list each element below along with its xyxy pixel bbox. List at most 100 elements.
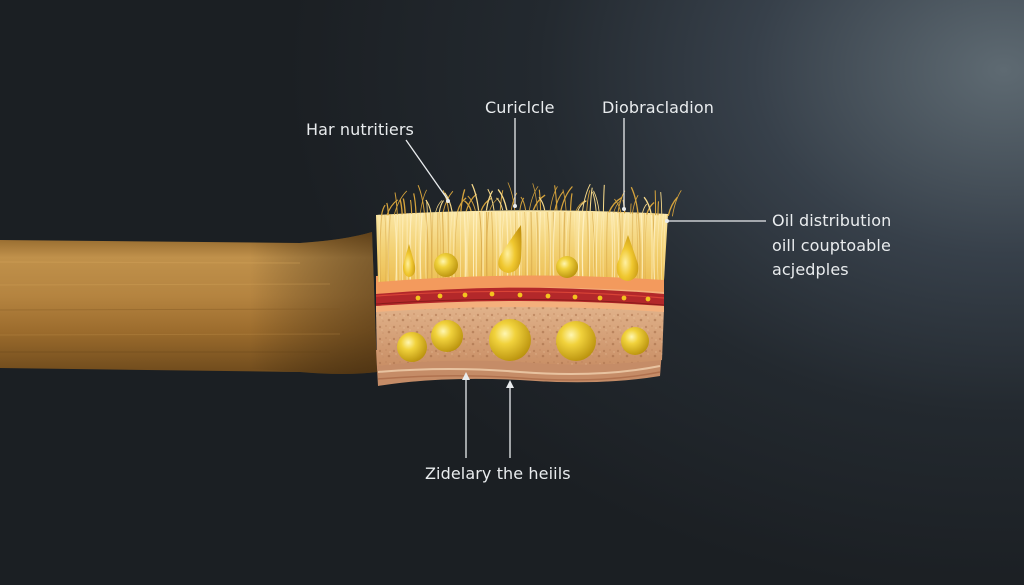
fiber-strand bbox=[635, 211, 639, 282]
hair-tip bbox=[393, 190, 408, 215]
hair-shaft bbox=[0, 232, 377, 374]
hair-tip bbox=[643, 196, 653, 216]
oil-teardrop bbox=[403, 244, 416, 277]
hair-tip bbox=[631, 194, 639, 214]
hair-tip bbox=[438, 200, 444, 213]
fiber-strand bbox=[409, 211, 412, 282]
oil-droplet bbox=[621, 327, 649, 355]
hair-tip bbox=[586, 190, 591, 212]
hair-tip bbox=[592, 191, 597, 212]
hair-tip bbox=[657, 201, 660, 216]
hair-tip bbox=[399, 199, 403, 215]
oil-droplet bbox=[431, 320, 463, 352]
hair-tip bbox=[409, 199, 413, 214]
fiber-strand bbox=[430, 211, 432, 282]
fiber-strand bbox=[384, 211, 387, 282]
hair-tip bbox=[497, 188, 508, 211]
oil-droplet bbox=[434, 253, 458, 277]
hair-tip bbox=[485, 190, 494, 211]
hair-tip bbox=[460, 189, 466, 212]
hair-tip bbox=[402, 198, 406, 215]
hair-tip bbox=[538, 197, 546, 211]
hair-tip bbox=[589, 187, 593, 212]
hair-tip bbox=[480, 197, 492, 211]
fiber-strand bbox=[588, 211, 591, 282]
leader-hair-nutrients bbox=[405, 139, 449, 201]
hair-tip bbox=[613, 200, 621, 213]
hair-tip bbox=[532, 194, 546, 211]
fiber-strand bbox=[387, 211, 392, 282]
fiber-strand bbox=[644, 211, 648, 282]
oil-teardrop bbox=[498, 225, 522, 273]
hair-tip bbox=[386, 202, 390, 216]
hair-tip bbox=[425, 199, 432, 213]
oil-droplet bbox=[397, 332, 427, 362]
hair-tip bbox=[463, 200, 472, 212]
oil-droplets bbox=[397, 225, 651, 362]
hair-tip bbox=[671, 190, 682, 217]
fiber-strand bbox=[425, 211, 429, 282]
hair-tip bbox=[532, 183, 538, 211]
hair-tip bbox=[569, 193, 573, 211]
hair-tip bbox=[413, 193, 417, 214]
oil-teardrop bbox=[616, 235, 639, 281]
hair-tip bbox=[456, 197, 467, 212]
fiber-strand bbox=[379, 211, 383, 282]
fiber-strand bbox=[431, 211, 434, 282]
oil-droplet bbox=[556, 256, 578, 278]
fiber-strand bbox=[441, 211, 444, 282]
fiber-strand bbox=[660, 211, 664, 282]
hair-tip bbox=[499, 190, 504, 211]
hair-tip bbox=[520, 196, 527, 211]
hair-tip bbox=[641, 203, 648, 215]
hair-tip bbox=[380, 204, 386, 216]
oil-droplet bbox=[556, 321, 596, 361]
hair-tip bbox=[593, 190, 600, 213]
hair-tip bbox=[529, 186, 539, 211]
hair-tip bbox=[602, 184, 605, 213]
hair-tip bbox=[435, 200, 443, 213]
label-oil-distribution: Oil distribution bbox=[772, 211, 892, 230]
hair-tip bbox=[394, 192, 398, 215]
hair-tip bbox=[442, 190, 450, 212]
hair-tip bbox=[487, 188, 495, 211]
hair-tip bbox=[471, 183, 480, 211]
fiber-strand bbox=[401, 211, 404, 282]
fiber-strand bbox=[415, 211, 417, 282]
hair-tip bbox=[549, 186, 558, 211]
hair-tips bbox=[380, 182, 682, 217]
hair-tip bbox=[582, 183, 591, 212]
hair-tip bbox=[554, 190, 564, 211]
fiber-strand bbox=[530, 211, 533, 282]
hair-tip bbox=[660, 192, 663, 216]
fiber-strand bbox=[425, 211, 429, 282]
oil-droplet bbox=[489, 319, 531, 361]
hair-tip bbox=[560, 186, 573, 211]
hair-tip bbox=[496, 197, 504, 211]
hair-tip bbox=[630, 186, 639, 215]
hair-tip bbox=[577, 200, 587, 212]
fiber-strand bbox=[657, 211, 661, 282]
label-hair-nutrients: Har nutritiers bbox=[306, 120, 414, 139]
label-oil-couptoable: oill couptoable bbox=[772, 236, 891, 255]
fiber-strand bbox=[643, 211, 645, 282]
label-acjedples: acjedples bbox=[772, 260, 849, 279]
fiber-strand bbox=[640, 211, 644, 282]
hair-tip bbox=[467, 195, 476, 211]
fiber-strand bbox=[653, 211, 657, 282]
fiber-strand bbox=[438, 211, 442, 282]
fiber-strand bbox=[637, 211, 641, 282]
hair-tip bbox=[519, 197, 525, 211]
label-bottom: Zidelary the heiils bbox=[425, 464, 571, 483]
hair-tip bbox=[614, 198, 622, 214]
hair-tip bbox=[417, 185, 425, 214]
fiber-strand bbox=[419, 211, 423, 282]
leader-lines bbox=[405, 118, 766, 458]
label-diobracladion: Diobracladion bbox=[602, 98, 714, 117]
hair-tip bbox=[562, 189, 567, 211]
hair-tip bbox=[667, 196, 678, 217]
hair-tip bbox=[554, 185, 558, 211]
fiber-strand bbox=[395, 211, 399, 282]
